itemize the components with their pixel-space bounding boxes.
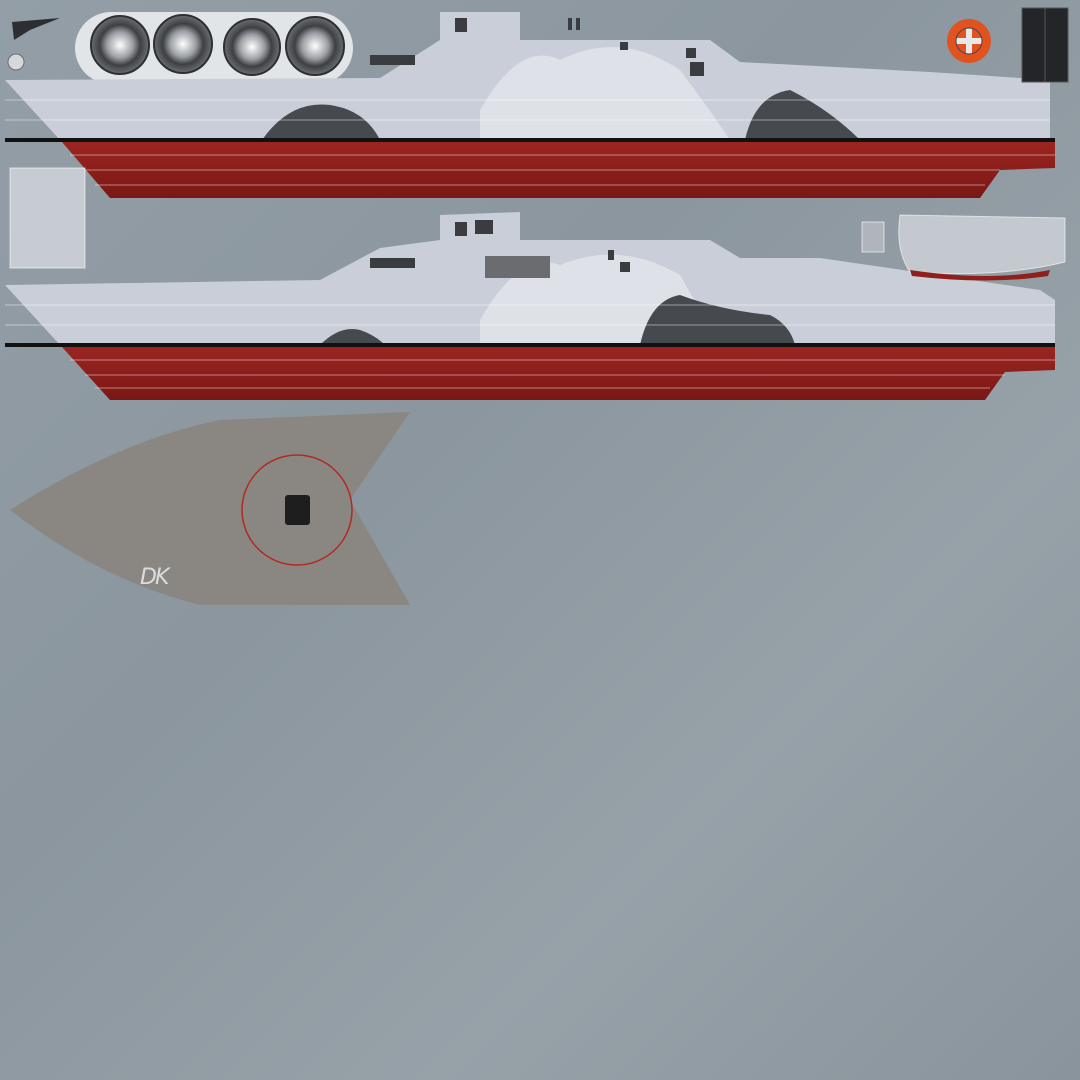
stealth-decal: [7, 18, 60, 71]
artist-signature: DK: [140, 565, 169, 590]
hull-side-panel-2: [5, 212, 1055, 400]
hull-side-panel-1: [5, 12, 1055, 198]
small-boat-part: [861, 214, 1066, 281]
bow-deck: [10, 412, 410, 605]
grid-panel: [9, 167, 86, 269]
exhaust-ports: [75, 12, 353, 84]
orange-marker: [947, 19, 991, 63]
